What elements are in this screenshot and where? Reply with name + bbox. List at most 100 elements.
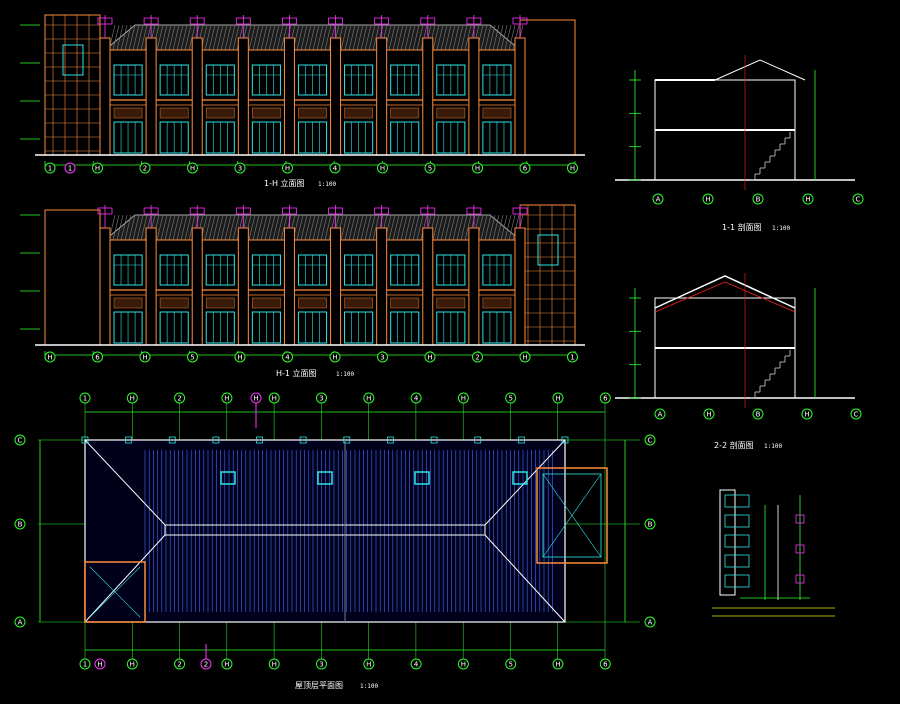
level-tag: [235, 17, 251, 25]
roof-hatch-line: [320, 214, 328, 241]
brick-band: [436, 107, 466, 119]
roof-top-axis-bubble-label: 3: [319, 395, 323, 403]
roof-hatch-line: [364, 24, 372, 51]
section1-axis-bubble: A: [652, 193, 664, 205]
roof-hatch-line: [180, 214, 188, 241]
roof-hatch-line: [316, 214, 324, 241]
pilaster: [468, 37, 480, 156]
roof-bottom-axis-bubble: H: [363, 658, 375, 670]
elev1-axis-bubble: 1: [44, 162, 56, 174]
section1-axis-bubble-circle: [652, 193, 664, 205]
level-tag: [374, 17, 390, 25]
elev1-axis-bubble-circle: [187, 162, 198, 174]
elev2-axis-bubble-circle: [519, 351, 531, 363]
stair-tower: [44, 14, 101, 156]
level-tag: [143, 17, 159, 25]
elev1-axis-bubble: H: [187, 162, 198, 174]
roof-hatch-line: [496, 214, 504, 241]
roof-hatch-line: [296, 24, 304, 51]
roof-bottom-axis-bubble: H: [268, 658, 280, 670]
elev1-axis-bubble: 2: [139, 162, 151, 174]
roof-hatch-line: [172, 24, 180, 51]
elev2-axis-bubble-label: H: [47, 354, 52, 362]
elev1-axis-bubble: 5: [424, 162, 436, 174]
roof-hatch-line: [208, 214, 216, 241]
end-block-outline: [519, 19, 576, 156]
roof-hatch-line: [156, 214, 164, 241]
elev1-highlight-bubble-label: 1: [68, 165, 72, 173]
roof-section-bubble: H: [94, 658, 106, 670]
roof-hatch-line: [348, 214, 356, 241]
roof-hatch-line: [400, 24, 408, 51]
pilaster: [330, 37, 342, 156]
roof-section-bubble-circle: [94, 658, 106, 670]
elev2-axis-bubble: H: [44, 351, 56, 363]
elev1-axis-bubble-label: 5: [428, 165, 432, 173]
section2-axis-bubble-label: B: [756, 411, 761, 419]
roof-hatch-line: [184, 24, 192, 51]
section1-axis-bubble: C: [852, 193, 864, 205]
column-marker: [168, 436, 176, 444]
elev1-axis-bubble-circle: [234, 162, 246, 174]
roof-row-bubble-left: C: [14, 434, 26, 446]
roof-bottom-axis-bubble-label: 1: [83, 661, 87, 669]
elevation-roof: [103, 214, 524, 241]
roof-hatch-line: [324, 214, 332, 241]
roof-bottom-axis-bubble-circle: [79, 658, 91, 670]
roof-section-bubble-circle: [250, 392, 262, 404]
roof-hatch-line: [312, 214, 320, 241]
roof-bottom-axis-bubble-circle: [268, 658, 280, 670]
roof-hatch-line: [396, 214, 404, 241]
roof-hatch-line: [444, 214, 452, 241]
pilaster: [237, 227, 249, 346]
section2-axis-bubble: C: [850, 408, 862, 420]
elev1-axis-bubble-label: H: [570, 165, 575, 173]
section2-axis-bubble: B: [752, 408, 764, 420]
elev1-axis-bubble-circle: [44, 162, 56, 174]
roof-top-axis-bubble: H: [221, 392, 233, 404]
column-marker: [430, 436, 438, 444]
roof-bottom-axis-bubble-label: H: [272, 661, 277, 669]
elev1-axis-bubble-circle: [329, 162, 341, 174]
tower-window: [537, 234, 559, 266]
roof-hatch-line: [364, 214, 372, 241]
elevation-1-scale: 1:100: [318, 181, 337, 188]
roof-hatch-line: [156, 24, 164, 51]
roof-top-axis-bubble: 5: [505, 392, 517, 404]
roof-hatch-line: [480, 24, 488, 51]
roof-hatch-line: [480, 214, 488, 241]
roof-hatch-line: [300, 24, 308, 51]
roof-section-bubble-label: H: [97, 661, 102, 669]
section2-axis-bubble-circle: [752, 408, 764, 420]
roof-hatch-line: [232, 24, 240, 51]
section-1-title: 1-1 剖面图: [722, 223, 762, 232]
roof-hatch-line: [120, 24, 128, 51]
elev1-axis-bubble-label: H: [95, 165, 100, 173]
roof-hatch-line: [176, 214, 184, 241]
pilaster: [330, 227, 342, 346]
roof-hatch-line: [500, 214, 508, 241]
roof-hatch-line: [412, 24, 420, 51]
detail-anchor: [795, 574, 805, 584]
roof-hatch-line: [316, 24, 324, 51]
roof-vent: [220, 471, 236, 485]
elev2-axis-bubble-circle: [424, 351, 436, 363]
roof-hatch-line: [212, 214, 220, 241]
column-marker: [212, 436, 220, 444]
roof-plan-title: 屋顶层平面图: [295, 681, 343, 690]
stair-tower: [519, 204, 576, 346]
roof-outline: [84, 439, 566, 623]
roof-hatch-line: [180, 24, 188, 51]
roof-hatch-line: [248, 214, 256, 241]
hip-ridge: [84, 439, 566, 526]
level-tag: [420, 17, 436, 25]
roof-pitch: [654, 275, 796, 309]
detail-anchor: [795, 514, 805, 524]
elev1-axis-bubble-circle: [567, 162, 578, 174]
roof-bottom-axis-bubble-label: 4: [414, 661, 419, 669]
roof-hatch-line: [128, 24, 136, 51]
roof-row-bubble-left-circle: [14, 616, 26, 628]
roof-hatch-line: [368, 24, 376, 51]
